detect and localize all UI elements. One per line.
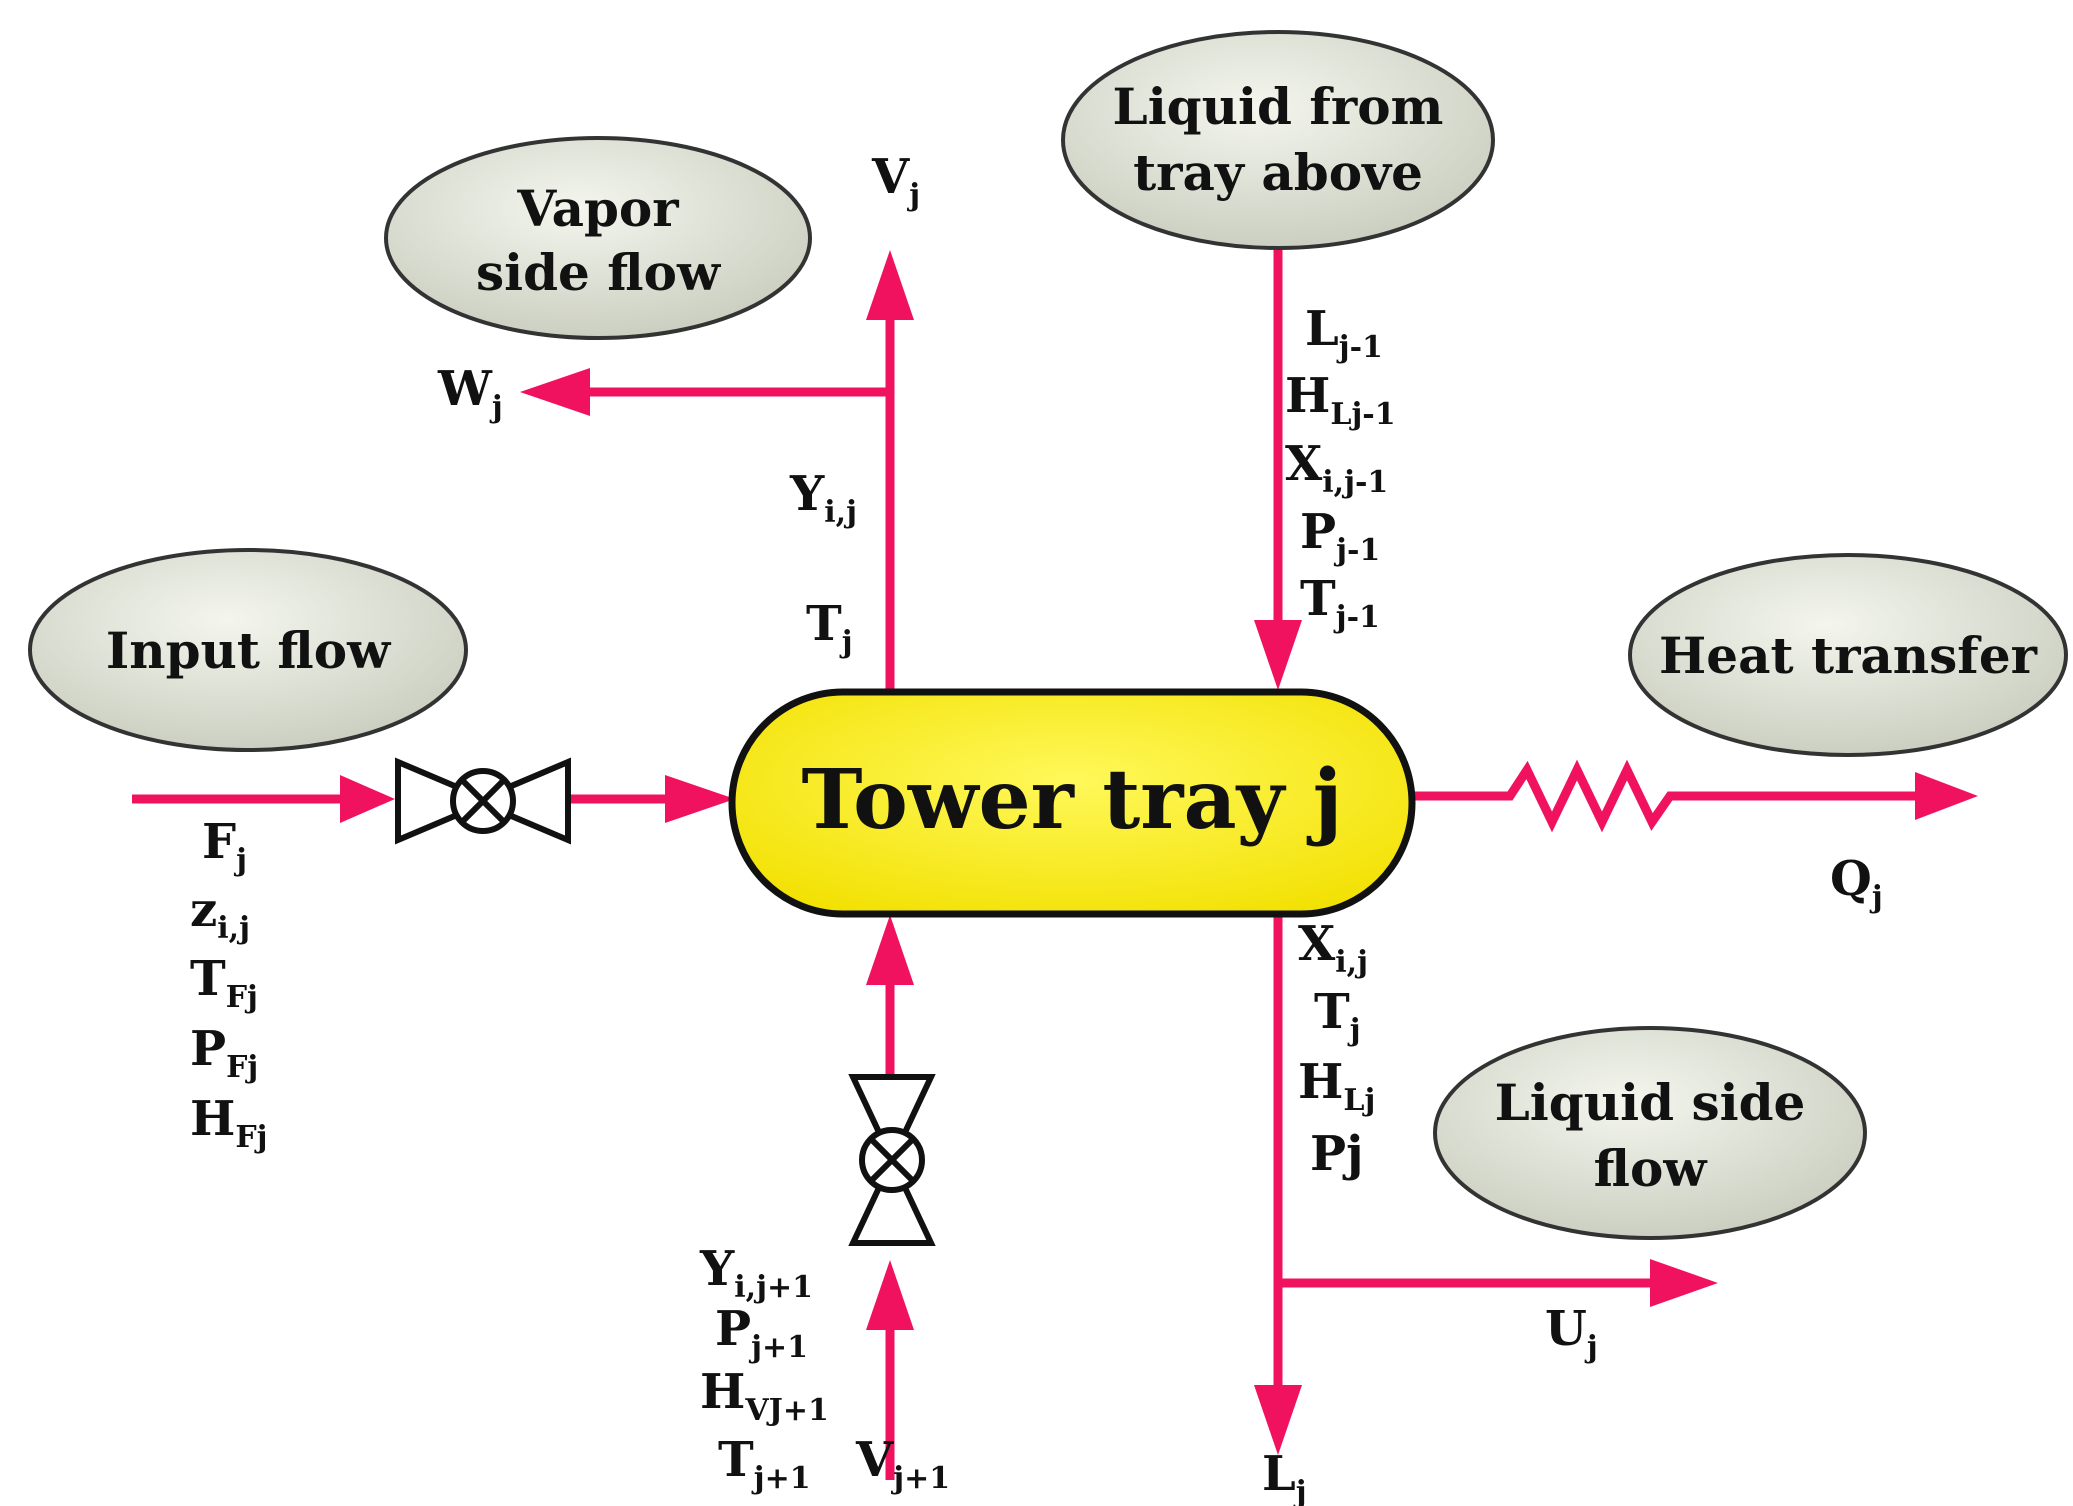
feed-valve-icon: [395, 757, 571, 845]
bubble-input: Input flow: [28, 548, 468, 752]
label-yij-1: Yi,j+1: [699, 1241, 813, 1305]
label-uj: Uj: [1545, 1301, 1598, 1365]
label-zij: zi,j: [190, 882, 250, 946]
label-wj: Wj: [437, 361, 503, 425]
bubble-vapor-side-line2: side flow: [476, 243, 722, 302]
label-tj-1: Tj-1: [1300, 571, 1380, 635]
label-fj: Fj: [202, 814, 247, 878]
label-hvj+1: HVJ+1: [700, 1364, 829, 1428]
bubble-liquid-side: Liquid side flow: [1433, 1026, 1867, 1240]
label-lj-1: Lj-1: [1305, 301, 1383, 365]
label-tj-bot: Tj: [1314, 984, 1361, 1048]
tower-tray-label: Tower tray j: [802, 752, 1343, 848]
bubble-heat: Heat transfer: [1628, 553, 2068, 757]
arrow-right-uj: [1650, 1259, 1718, 1307]
bubble-heat-line1: Heat transfer: [1659, 626, 2038, 685]
bubble-liquid-side-line1: Liquid side: [1495, 1073, 1806, 1132]
heat-line: [1412, 759, 1920, 833]
label-hlj-1: HLj-1: [1285, 368, 1396, 432]
arrow-down-lj: [1254, 1385, 1302, 1455]
label-qj: Qj: [1830, 851, 1883, 915]
label-pj-1: Pj-1: [1300, 504, 1380, 568]
arrow-left-wj: [520, 368, 590, 416]
label-tj+1: Tj+1: [718, 1432, 811, 1496]
label-hfj: HFj: [190, 1091, 268, 1155]
bubble-liquid-above-line1: Liquid from: [1113, 77, 1444, 136]
bubble-liquid-above-line2: tray above: [1133, 143, 1423, 202]
label-lj: Lj: [1262, 1446, 1307, 1506]
label-xij: Xi,j: [1298, 916, 1368, 980]
label-xij-1: Xi,j-1: [1285, 436, 1388, 500]
bubble-vapor-side-line1: Vapor: [516, 179, 679, 238]
label-tj-top: Tj: [806, 596, 853, 660]
bubble-liquid-side-line2: flow: [1594, 1139, 1709, 1198]
arrow-up-vapor-in-upper: [866, 915, 914, 985]
label-pfj: PFj: [190, 1021, 258, 1085]
label-vj: Vj: [871, 149, 920, 213]
arrow-right-feed-1: [340, 775, 395, 823]
arrow-up-vapor-in-lower: [866, 1260, 914, 1330]
arrow-right-feed-2: [665, 775, 735, 823]
tower-tray: [728, 688, 1416, 918]
arrow-down-liquid-in: [1254, 620, 1302, 690]
label-hlj: HLj: [1298, 1054, 1375, 1118]
bubble-vapor-side: Vapor side flow: [384, 136, 812, 340]
bubble-liquid-above: Liquid from tray above: [1061, 30, 1495, 250]
bubble-input-line1: Input flow: [106, 621, 392, 680]
vapor-valve-icon: [848, 1074, 936, 1246]
label-yij: Yi,j: [789, 466, 857, 530]
arrow-up-vj: [866, 250, 914, 320]
label-pj+1: Pj+1: [715, 1301, 808, 1365]
arrow-right-heat: [1915, 772, 1978, 820]
label-tfj: TFj: [190, 951, 258, 1015]
label-vj+1: Vj+1: [855, 1432, 950, 1496]
label-pj: Pj: [1310, 1126, 1363, 1182]
